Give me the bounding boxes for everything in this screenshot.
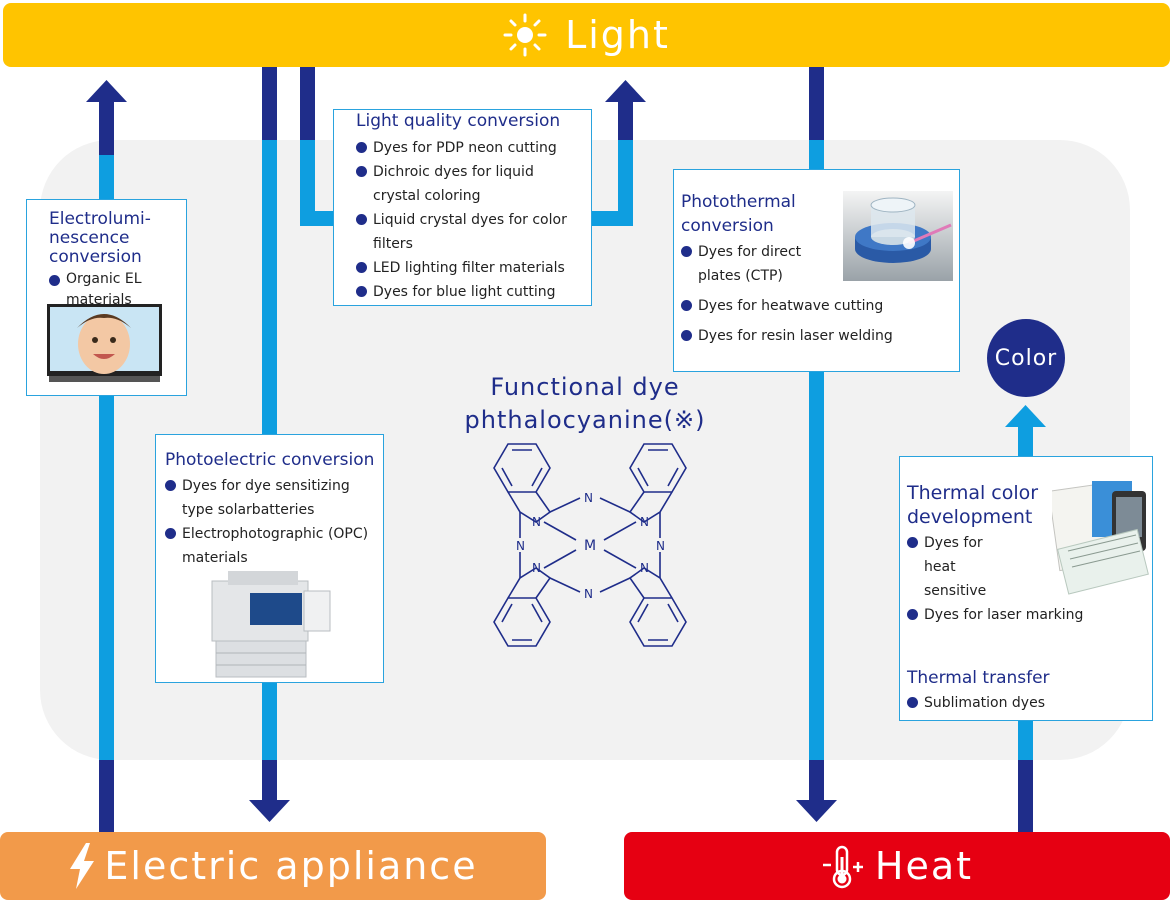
- lq-line-left-h: [300, 211, 334, 226]
- photoelectric-panel: Photoelectric conversion Dyes for dye se…: [155, 434, 384, 683]
- el-title-1: Electrolumi-: [49, 209, 151, 229]
- tt-title: Thermal transfer: [907, 668, 1050, 688]
- lq-item-5: Dyes for blue light cutting: [356, 280, 585, 304]
- tv-image: [47, 304, 162, 384]
- pe-line-bottom: [262, 760, 277, 802]
- electric-appliance-label: Electric appliance: [104, 844, 478, 888]
- printer-image: [208, 571, 333, 681]
- pt-arrow-down: [796, 800, 837, 822]
- n-label-bottom: N: [584, 587, 593, 601]
- pe-item-2: Electrophotographic (OPC) materials: [165, 522, 382, 570]
- n-label-pyrrole-bl: N: [532, 561, 541, 575]
- tc-title-1: Thermal color: [907, 482, 1039, 504]
- n-label-right: N: [656, 539, 665, 553]
- pe-arrow-down: [249, 800, 290, 822]
- th-line-bottom: [1018, 760, 1033, 832]
- pt-title-1: Photothermal: [681, 192, 796, 212]
- el-title-2: nescence: [49, 228, 130, 248]
- heat-label: Heat: [874, 844, 974, 888]
- light-bar: Light: [3, 3, 1170, 67]
- pt-item-3: Dyes for resin laser welding: [681, 324, 953, 348]
- lq-title: Light quality conversion: [356, 111, 561, 131]
- electroluminescence-panel: Electrolumi- nescence conversion Organic…: [26, 199, 187, 396]
- el-line-top: [99, 100, 114, 155]
- light-quality-panel: Light quality conversion Dyes for PDP ne…: [333, 109, 592, 306]
- tt-item-1: Sublimation dyes: [907, 691, 1146, 715]
- lq-item-1: Dyes for PDP neon cutting: [356, 136, 585, 160]
- pt-line-bottom: [809, 760, 824, 802]
- thermal-color-panel: Thermal color development Dyes for heat …: [899, 456, 1153, 721]
- pe-item-1: Dyes for dye sensitizing type solarbatte…: [165, 474, 377, 522]
- lq-item-4: LED lighting filter materials: [356, 256, 585, 280]
- tc-title-2: development: [907, 506, 1033, 528]
- lq-arrow-up: [605, 80, 646, 102]
- center-title-line2: phthalocyanine(※): [464, 406, 706, 434]
- tc-item-2: Dyes for laser marking: [907, 603, 1146, 627]
- light-label: Light: [565, 13, 670, 57]
- lq-item-2: Dichroic dyes for liquid crystal colorin…: [356, 160, 585, 208]
- lq-line-right-mid: [618, 140, 633, 226]
- n-label-left: N: [516, 539, 525, 553]
- laser-disc-image: [843, 191, 953, 281]
- pe-line-top: [262, 67, 277, 140]
- electric-appliance-bar: Electric appliance: [0, 832, 546, 900]
- sun-icon: [503, 13, 547, 57]
- el-line-bottom: [99, 760, 114, 832]
- photothermal-panel: Photothermal conversion Dyes for direct …: [673, 169, 960, 372]
- lq-line-right-top: [618, 100, 633, 140]
- heat-bar: Heat: [624, 832, 1170, 900]
- center-title: Functional dye phthalocyanine(※): [420, 371, 750, 437]
- color-node: Color: [987, 319, 1065, 397]
- center-title-line1: Functional dye: [490, 373, 680, 401]
- n-label-top: N: [584, 491, 593, 505]
- tc-item-1: Dyes for heat sensitive: [907, 531, 1014, 603]
- n-label-pyrrole-br: N: [640, 561, 649, 575]
- pt-item-2: Dyes for heatwave cutting: [681, 294, 953, 318]
- metal-label: M: [584, 538, 596, 554]
- receipts-image: [1048, 477, 1152, 597]
- pe-title: Photoelectric conversion: [165, 450, 375, 470]
- phthalocyanine-structure: N N N N N N N N M: [493, 443, 687, 647]
- lq-line-left-top: [300, 67, 315, 140]
- color-label: Color: [994, 345, 1058, 371]
- pt-title-2: conversion: [681, 216, 774, 236]
- el-title-3: conversion: [49, 247, 142, 267]
- el-arrow-up: [86, 80, 127, 102]
- thermometer-icon: [821, 843, 867, 889]
- lq-item-3: Liquid crystal dyes for color filters: [356, 208, 585, 256]
- lq-line-left-mid: [300, 140, 315, 226]
- n-label-pyrrole-tl: N: [532, 515, 541, 529]
- lightning-icon: [68, 843, 96, 889]
- pt-item-1: Dyes for direct plates (CTP): [681, 240, 848, 288]
- pt-line-top: [809, 67, 824, 140]
- th-arrow-up: [1005, 405, 1046, 427]
- n-label-pyrrole-tr: N: [640, 515, 649, 529]
